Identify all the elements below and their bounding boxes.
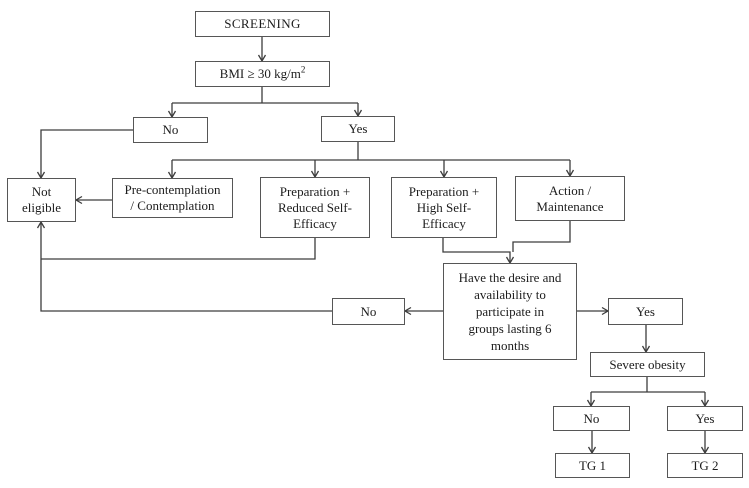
node-screening: SCREENING [195, 11, 330, 37]
node-severe-yes-label: Yes [695, 411, 715, 426]
node-severe-obesity: Severe obesity [590, 352, 705, 377]
node-desire-no: No [332, 298, 405, 325]
edge-prep-reduced-route [41, 238, 316, 260]
node-desire-no-label: No [360, 303, 377, 319]
node-precontemplation-label: Pre-contemplation / Contemplation [124, 182, 221, 213]
node-screening-label: SCREENING [224, 16, 301, 31]
node-tg2: TG 2 [667, 453, 743, 478]
node-preparation-reduced: Preparation + Reduced Self- Efficacy [260, 177, 370, 238]
edge-action-route [512, 221, 571, 252]
bmi-superscript: 2 [300, 64, 306, 75]
node-severe-no: No [553, 406, 630, 431]
node-bmi-yes-label: Yes [348, 121, 368, 136]
node-desire-availability-label: Have the desire and availability to part… [458, 270, 562, 353]
node-action-maintenance: Action / Maintenance [515, 176, 625, 221]
node-desire-yes: Yes [608, 298, 683, 325]
node-bmi-no: No [133, 117, 208, 143]
node-desire-yes-label: Yes [636, 303, 655, 319]
node-bmi-criterion: BMI ≥ 30 kg/m2 [195, 61, 330, 87]
node-severe-yes: Yes [667, 406, 743, 431]
edge-no-to-not-eligible [36, 129, 133, 180]
node-not-eligible: Not eligible [7, 178, 76, 222]
node-desire-availability: Have the desire and availability to part… [443, 263, 577, 360]
node-action-maintenance-label: Action / Maintenance [536, 182, 604, 214]
node-bmi-yes: Yes [321, 116, 395, 142]
node-preparation-reduced-label: Preparation + Reduced Self- Efficacy [277, 183, 352, 231]
node-tg1-label: TG 1 [578, 458, 607, 473]
node-bmi-label: BMI ≥ 30 kg/m2 [219, 64, 306, 81]
node-tg2-label: TG 2 [691, 458, 719, 473]
node-bmi-no-label: No [162, 122, 179, 137]
node-not-eligible-label: Not eligible [22, 184, 61, 215]
node-severe-obesity-label: Severe obesity [609, 357, 686, 372]
node-preparation-high: Preparation + High Self- Efficacy [391, 177, 497, 238]
node-precontemplation: Pre-contemplation / Contemplation [112, 178, 233, 218]
node-severe-no-label: No [583, 411, 600, 426]
node-tg1: TG 1 [555, 453, 630, 478]
node-preparation-high-label: Preparation + High Self- Efficacy [408, 183, 480, 231]
edge-prep-high-to-desire [442, 238, 515, 265]
edge-no-desire-to-not-eligible [36, 220, 332, 312]
